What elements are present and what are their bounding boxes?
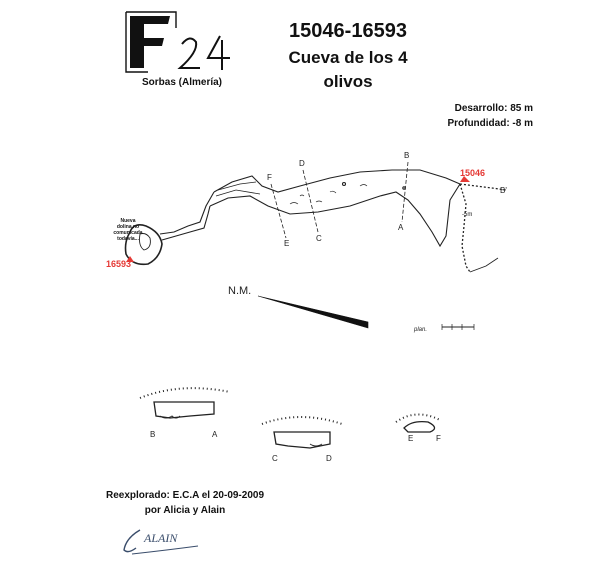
location-label: Sorbas (Almería) <box>141 77 223 88</box>
scale-label: plan. <box>413 327 427 333</box>
depth-mark-label: -5m <box>462 212 472 218</box>
cross-section-label-e: E <box>408 434 413 443</box>
credit-line2: por Alicia y Alain <box>144 505 226 516</box>
cave-name: Cueva de los 4 olivos <box>248 46 448 94</box>
cross-section-label-c: C <box>272 454 278 463</box>
section-label-c: C <box>316 234 322 243</box>
credit-line1: Reexplorado: E.C.A el 20-09-2009 <box>105 490 265 501</box>
cross-section-label-b: B <box>150 430 155 439</box>
credits: Reexplorado: E.C.A el 20-09-2009 por Ali… <box>100 488 270 518</box>
section-label-a: A <box>398 223 404 232</box>
note-line2: dolina no <box>116 224 140 230</box>
depth-label: Profundidad: -8 m <box>447 118 533 129</box>
cross-section-label-d: D <box>326 454 332 463</box>
section-label-b: B <box>404 151 409 160</box>
section-label-f: F <box>267 173 272 182</box>
f24-logo <box>125 11 230 73</box>
cave-name-line2: olivos <box>323 72 373 91</box>
note-line3: comunicada <box>113 230 143 236</box>
development-label: Desarrollo: 85 m <box>454 103 533 114</box>
entrance-label-15046: 15046 <box>460 168 486 178</box>
entrance-label-16593: 16593 <box>106 259 132 269</box>
note-line1: Nueva <box>120 218 136 224</box>
cave-code-title: 15046-16593 <box>289 20 407 42</box>
north-label: N.M. <box>228 285 251 297</box>
cave-name-line1: Cueva de los 4 <box>288 48 408 67</box>
cross-section-label-f: F <box>436 434 441 443</box>
note-line4: todavía... <box>117 236 139 242</box>
signature: ALAIN <box>123 529 199 555</box>
section-label-b-prime: B' <box>500 186 507 195</box>
new-doline-note: Nueva dolina no comunicada todavía... <box>108 218 148 242</box>
section-label-e: E <box>284 239 289 248</box>
section-label-d: D <box>299 159 305 168</box>
signature-text: ALAIN <box>143 531 178 545</box>
cave-stats: Desarrollo: 85 m Profundidad: -8 m <box>447 101 533 131</box>
cross-section-label-a: A <box>212 430 218 439</box>
